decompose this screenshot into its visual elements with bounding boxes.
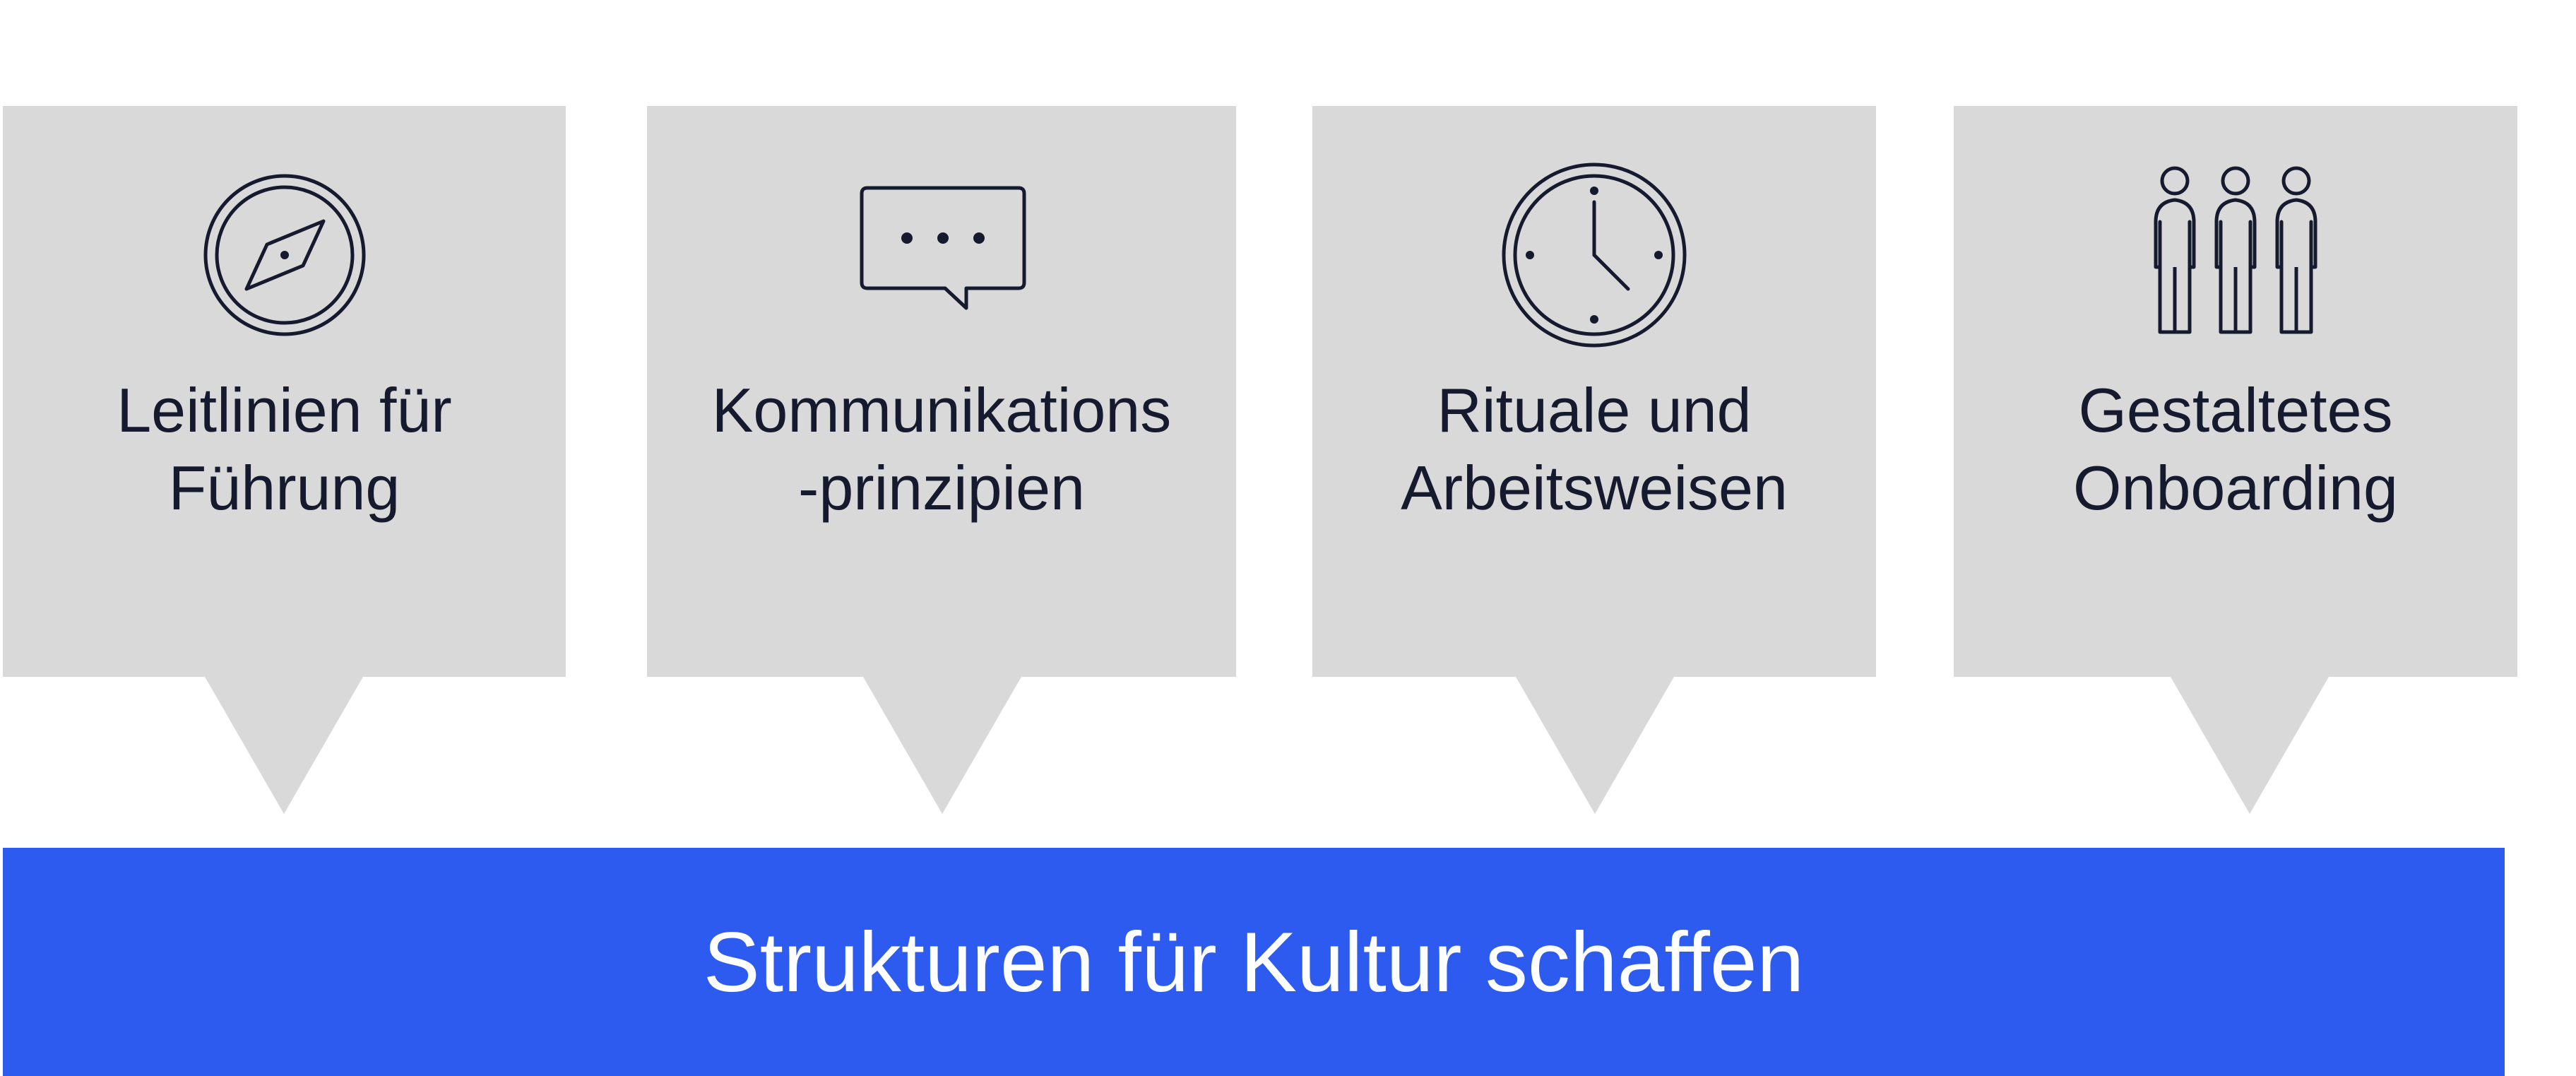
card-pointer bbox=[205, 677, 363, 814]
pillar-card-leitlinien: Leitlinien für Führung bbox=[3, 106, 566, 814]
compass-icon bbox=[182, 160, 387, 350]
pillar-title-line-1: Kommunikations bbox=[711, 375, 1172, 445]
pillar-title-line-2: Onboarding bbox=[2073, 453, 2398, 523]
card-pointer bbox=[1516, 677, 1674, 814]
pillar-card-onboarding: Gestaltetes Onboarding bbox=[1954, 106, 2517, 814]
pillar-title-line-1: Leitlinien für bbox=[117, 375, 452, 445]
people-group-icon bbox=[2133, 160, 2338, 350]
card-pointer bbox=[863, 677, 1021, 814]
pillar-title: Leitlinien für Führung bbox=[3, 372, 566, 527]
pillar-card-rituale: Rituale und Arbeitsweisen bbox=[1312, 106, 1876, 814]
clock-icon bbox=[1492, 160, 1697, 350]
banner-label: Strukturen für Kultur schaffen bbox=[703, 914, 1805, 1010]
pillar-title: Rituale und Arbeitsweisen bbox=[1312, 372, 1876, 527]
pillar-title-line-2: -prinzipien bbox=[798, 453, 1085, 523]
pillar-title-line-1: Gestaltetes bbox=[2078, 375, 2393, 445]
pillar-title-line-2: Arbeitsweisen bbox=[1401, 453, 1788, 523]
pillar-title-line-1: Rituale und bbox=[1437, 375, 1752, 445]
speech-bubble-icon bbox=[839, 160, 1044, 350]
pillar-card-kommunikation: Kommunikations -prinzipien bbox=[647, 106, 1236, 814]
foundation-banner: Strukturen für Kultur schaffen bbox=[3, 848, 2505, 1076]
pillar-title-line-2: Führung bbox=[168, 453, 400, 523]
pillar-title: Kommunikations -prinzipien bbox=[647, 372, 1236, 527]
pillar-title: Gestaltetes Onboarding bbox=[1954, 372, 2517, 527]
card-pointer bbox=[2171, 677, 2329, 814]
